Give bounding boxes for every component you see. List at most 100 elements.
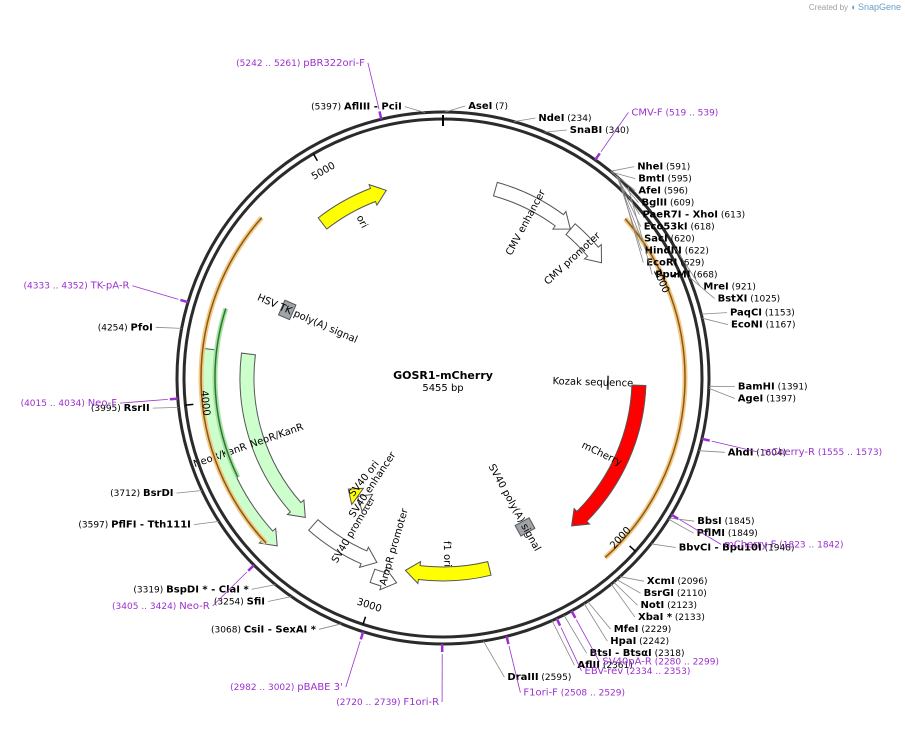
site-ahdi: AhdI (1604) <box>728 447 787 458</box>
site-pflfi-tth111i: (3597) PflFI - Tth111I <box>78 520 191 531</box>
feature-label-f1-ori: f1 ori <box>441 541 453 567</box>
site-bamhi: BamHI (1391) <box>738 382 808 393</box>
feature-cmv-enhancer <box>492 181 571 230</box>
site-hindiii: HindIII (622) <box>645 246 709 257</box>
site-leader-csii-sexai <box>318 623 342 630</box>
site-leader-noti <box>613 581 638 606</box>
site-paer7i-xhoi: PaeR7I - XhoI (613) <box>643 210 746 221</box>
primer-mcherry-f: mCherry-F (1823 .. 1842) <box>724 539 844 550</box>
tick-label-4000: 4000 <box>198 390 212 416</box>
site-leader-ndei <box>513 117 536 122</box>
primer-tk-pa-r: (4333 .. 4352) TK-pA-R <box>24 281 130 292</box>
plasmid-length: 5455 bp <box>422 383 463 394</box>
site-hpai: HpaI (2242) <box>610 636 669 647</box>
site-asei: AseI (7) <box>468 101 508 112</box>
site-draiii: DraIII (2595) <box>507 672 571 683</box>
orf-arc-neo <box>200 217 267 544</box>
site-nhei: NheI (591) <box>637 162 690 173</box>
tick-label-5000: 5000 <box>310 160 338 182</box>
site-saci: SacI (620) <box>644 234 695 245</box>
tick-2000 <box>629 545 637 552</box>
site-pflmi: PflMI (1849) <box>697 528 758 539</box>
site-leader-agei <box>708 387 735 399</box>
tick-1000 <box>671 271 680 277</box>
site-leader-mfei <box>587 601 612 630</box>
feature-hsv-tk-polya <box>277 299 297 321</box>
primer-cmv-f: CMV-F (519 .. 539) <box>631 107 718 118</box>
site-bglii: BglII (609) <box>642 198 695 209</box>
site-leader-afliii-pcii <box>404 106 426 113</box>
site-btsi-bts-i: BtsI - BtsαI (2318) <box>590 648 685 659</box>
site-leader-mrei <box>674 247 701 287</box>
backbone-layer <box>175 110 711 646</box>
site-leader-bstxi <box>688 276 715 299</box>
site-snabi: SnaBI (340) <box>570 125 629 136</box>
site-leader-pflfi-tth111i <box>193 521 220 525</box>
primer-f1ori-r: (2720 .. 2739) F1ori-R <box>336 697 439 708</box>
feature-cmv-promoter <box>565 223 603 264</box>
site-econi: EcoNI (1167) <box>731 320 796 331</box>
site-leader-btsi-bts-i <box>563 614 587 654</box>
feature-sv40-ori <box>347 487 365 506</box>
feature-label-kozak: Kozak sequence <box>552 376 633 389</box>
site-afei: AfeI (596) <box>638 186 688 197</box>
site-eco53ki: Eco53kI (618) <box>644 222 715 233</box>
primer-leader-mcherry-r <box>711 440 759 453</box>
primer-neo-r: (3405 .. 3424) Neo-R <box>112 601 210 612</box>
site-bspdi-clai: (3319) BspDI * - ClaI * <box>133 584 249 595</box>
feature-neor-inner <box>239 352 306 518</box>
site-leader-snabi <box>544 129 567 133</box>
primer-leader-ebv-rev <box>560 627 582 672</box>
primer-mark-cmv-f <box>594 152 601 161</box>
primer-sv40pa-r: SV40pA-R (2280 .. 2299) <box>602 657 719 668</box>
primer-leader-cmv-f <box>600 112 629 152</box>
site-leader-xcmi <box>619 576 644 582</box>
site-leader-aflii <box>551 620 575 666</box>
backbone-outer-ring <box>175 110 711 646</box>
feature-ori <box>317 183 388 230</box>
orf-arc-mcherry <box>604 218 686 559</box>
site-leader-pfoi <box>155 326 182 329</box>
site-bsrgi: BsrGI (2110) <box>644 588 707 599</box>
site-ppumi: PpuMI (668) <box>655 270 717 281</box>
site-leader-nhei <box>610 166 635 172</box>
site-mrei: MreI (921) <box>703 282 755 293</box>
watermark-brand: SnapGene <box>857 2 901 12</box>
site-layer: AseI (7) NdeI (234)SnaBI (340) NheI (591) B… <box>78 101 807 683</box>
primer-leader-pbabe-3 <box>345 641 361 688</box>
site-paqci: PaqCI (1153) <box>730 308 795 319</box>
site-rsrii: (3995) RsrII <box>91 403 150 414</box>
site-leader-draiii <box>483 640 505 678</box>
tick-4000 <box>185 403 194 406</box>
primer-mark-tk-pa-r <box>180 298 189 304</box>
orf-arc-neo-green <box>214 308 239 478</box>
tick-label-3000: 3000 <box>355 597 383 615</box>
primer-pbabe-3: (2982 .. 3002) pBABE 3' <box>230 682 343 693</box>
site-xbai: XbaI * (2133) <box>638 612 705 623</box>
site-leader-bsrgi <box>616 579 641 594</box>
primer-pbr322ori-f: (5242 .. 5261) pBR322ori-F <box>236 58 365 69</box>
primer-mark-neo-f <box>169 397 178 401</box>
primer-mcherry-r: mCherry-R (1555 .. 1573) <box>761 447 882 458</box>
tick-3000 <box>362 616 367 625</box>
feature-sv40-enhancer <box>356 493 374 513</box>
site-leader-ahdi <box>698 450 725 453</box>
primer-mark-ebv-rev <box>555 617 562 627</box>
feature-sv40-polya <box>514 517 536 537</box>
plasmid-name: GOSR1-mCherry <box>393 369 493 382</box>
primer-f1ori-f: F1ori-F (2508 .. 2529) <box>523 688 625 699</box>
site-leader-ecori <box>618 178 644 263</box>
primer-mark-pbr322ori-f <box>378 111 383 120</box>
site-ndei: NdeI (234) <box>538 113 591 124</box>
snapgene-logo-icon: ◖ <box>850 2 856 12</box>
primer-leader-f1ori-f <box>508 645 521 693</box>
feature-mcherry <box>571 384 647 527</box>
site-noti: NotI (2123) <box>641 600 698 611</box>
feature-label-ampr-promoter: AmpR promoter <box>378 507 411 587</box>
site-bstxi: BstXI (1025) <box>718 294 781 305</box>
tick-5000 <box>312 153 319 162</box>
site-leader-rsrii <box>152 407 179 409</box>
feature-ampr-promoter <box>369 567 398 591</box>
primer-leader-neo-r <box>212 571 248 607</box>
